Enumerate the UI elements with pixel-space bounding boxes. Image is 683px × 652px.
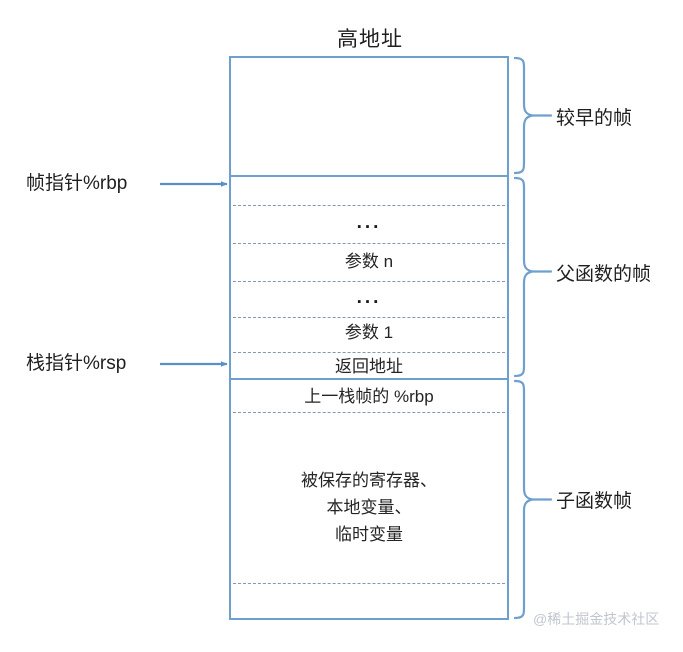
brace-label-child-frame: 子函数帧 — [556, 491, 633, 512]
dashed-separator-2 — [233, 243, 505, 244]
pointer-label-rsp: 栈指针%rsp — [26, 353, 127, 374]
dashed-separator-7 — [233, 583, 505, 584]
solid-separator-parent-child — [229, 378, 509, 380]
row-locals-block: 被保存的寄存器、 本地变量、 临时变量 — [301, 471, 437, 544]
brace-parent-frame — [513, 176, 533, 378]
page-title: 高地址 — [337, 28, 403, 51]
row-param-n: 参数 n — [344, 252, 394, 271]
row-ellipsis-top: ... — [356, 212, 382, 233]
watermark: @稀土掘金技术社区 — [533, 611, 660, 627]
row-return-address: 返回地址 — [335, 357, 403, 376]
dashed-separator-5 — [233, 352, 505, 353]
dashed-separator-1 — [233, 205, 505, 206]
dashed-separator-3 — [233, 281, 505, 282]
brace-label-parent-frame: 父函数的帧 — [556, 264, 652, 285]
dashed-separator-6 — [233, 412, 505, 413]
row-ellipsis-middle: ... — [356, 287, 382, 308]
brace-label-earlier-frames: 较早的帧 — [556, 108, 633, 129]
row-param-1: 参数 1 — [344, 323, 394, 342]
row-saved-rbp: 上一栈帧的 %rbp — [304, 387, 434, 406]
pointer-label-rbp: 帧指针%rbp — [26, 173, 128, 194]
stack-box — [229, 56, 509, 620]
solid-separator-earlier-parent — [229, 175, 509, 177]
dashed-separator-4 — [233, 317, 505, 318]
brace-child-frame — [513, 379, 533, 620]
brace-earlier-frames — [513, 56, 533, 175]
